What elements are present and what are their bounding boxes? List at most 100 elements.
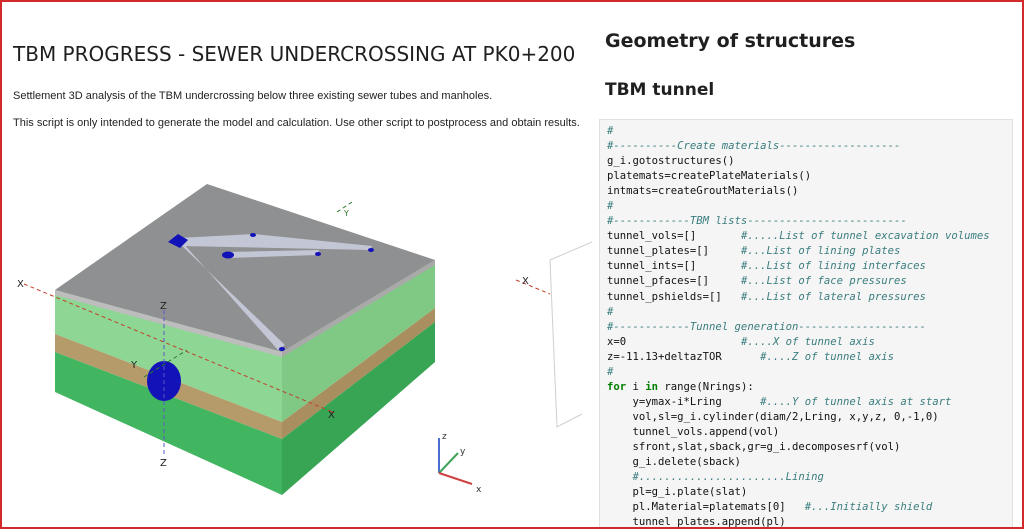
code-line: tunnel_plates.append(pl) [607,515,1012,529]
lower-soil-front-face [55,352,282,495]
code-comment: #...List of lining plates [740,245,901,258]
z-axis-label-bottom: Z [160,458,167,469]
soil-block [55,184,435,495]
notebook-left-panel: TBM PROGRESS - SEWER UNDERCROSSING AT PK… [2,2,592,527]
code-comment: #....Z of tunnel axis [760,350,895,363]
orientation-triad: z y x [438,432,482,495]
code-line: tunnel_plates=[] #...List of lining plat… [607,244,1012,259]
code-text: range(Nrings): [658,380,754,393]
y-axis-label-far: Y [343,209,349,218]
code-comment: #....X of tunnel axis [740,335,875,348]
code-text: tunnel_pfaces=[] [607,275,741,288]
x-axis-tip [329,410,335,414]
manhole [279,347,285,351]
triad-x-label: x [476,485,482,495]
code-text: tunnel_plates=[] [607,245,741,258]
code-text: i [626,380,646,393]
code-text: tunnel_ints=[] [607,260,741,273]
triad-y-arrow [438,452,459,474]
code-text: tunnel_pshields=[] [607,290,741,303]
lower-soil-right-face [282,322,435,495]
code-line: platemats=createPlateMaterials() [607,169,1012,184]
sewer-tubes [175,234,372,350]
section-heading: Geometry of structures [605,30,856,52]
code-text: g_i.delete(sback) [607,456,741,469]
ground-surface [55,184,435,352]
code-line: y=ymax-i*Lring #....Y of tunnel axis at … [607,395,1012,410]
code-text: tunnel_vols.append(vol) [607,425,780,438]
code-line: tunnel_ints=[] #...List of lining interf… [607,259,1012,274]
code-text: intmats=createGroutMaterials() [607,185,799,198]
sewer-tube-diagonal [175,234,285,350]
manhole [222,251,234,259]
code-comment: #...Initially shield [804,501,933,514]
code-line: # [607,199,1012,214]
code-line: g_i.delete(sback) [607,455,1012,470]
code-line: #----------Create materials-------------… [607,139,1012,154]
sand-layer-right-face [282,308,435,439]
code-line: # [607,365,1012,380]
top-slab-edge [55,290,282,357]
upper-soil-front-face [55,290,282,422]
code-comment: # [607,305,614,318]
code-comment: #.....List of tunnel excavation volumes [740,230,990,243]
page-title: TBM PROGRESS - SEWER UNDERCROSSING AT PK… [13,42,576,66]
triad-x-arrow [438,472,473,485]
code-line: # [607,305,1012,320]
manhole [368,248,374,252]
code-text: sfront,slat,sback,gr=g_i.decomposesrf(vo… [607,440,901,453]
z-axis-label-top: Z [160,301,167,312]
code-comment: #....Y of tunnel axis at start [760,395,952,408]
code-text: g_i.gotostructures() [607,155,735,168]
code-text: platemats=createPlateMaterials() [607,170,812,183]
code-line: pl=g_i.plate(slat) [607,485,1012,500]
triad-z-label: z [442,432,447,442]
code-text: tunnel_plates.append(pl) [607,516,786,529]
background-panel-outline [549,241,592,428]
manhole [250,233,256,237]
code-comment: #...List of lateral pressures [740,290,926,303]
code-text [607,471,633,483]
y-axis-line-far [336,201,353,213]
code-line: tunnel_pfaces=[] #...List of face pressu… [607,274,1012,289]
code-comment: #...List of face pressures [740,275,907,288]
code-text: pl.Material=platemats[0] [607,501,805,514]
code-line: #------------TBM lists------------------… [607,214,1012,229]
script-note-paragraph: This script is only intended to generate… [13,117,580,129]
upper-soil-right-face [282,260,435,422]
code-cell[interactable]: # #----------Create materials------------… [599,119,1013,529]
x-axis-line-far [515,279,551,295]
x-axis-label-left: X [17,279,24,290]
code-keyword: in [645,380,659,393]
code-line: tunnel_vols=[] #.....List of tunnel exca… [607,229,1012,244]
x-axis-label-right: X [328,410,335,421]
code-text: vol,sl=g_i.cylinder(diam/2,Lring, x,y,z,… [607,410,939,423]
y-axis-label: Y [130,360,138,371]
subsection-heading: TBM tunnel [605,80,715,100]
top-slab-edge-right [282,260,435,357]
code-comment: #...List of lining interfaces [740,260,926,273]
code-text: tunnel_vols=[] [607,230,741,243]
code-line: tunnel_pshields=[] #...List of lateral p… [607,290,1012,305]
code-text: x=0 [607,335,741,348]
x-axis-line [23,283,331,412]
manhole-large [168,234,188,248]
notebook-right-panel: Geometry of structures TBM tunnel ##----… [592,2,1022,527]
code-comment: # [607,125,614,137]
code-line: vol,sl=g_i.cylinder(diam/2,Lring, x,y,z,… [607,410,1012,425]
code-line: sfront,slat,sback,gr=g_i.decomposesrf(vo… [607,440,1012,455]
code-line: tunnel_vols.append(vol) [607,425,1012,440]
code-comment: # [607,365,614,378]
description-paragraph: Settlement 3D analysis of the TBM underc… [13,90,493,102]
code-line: #------------Tunnel generation----------… [607,320,1012,335]
code-line: pl.Material=platemats[0] #...Initially s… [607,500,1012,515]
y-axis-line [143,349,188,378]
code-line: # [607,124,1012,139]
3d-model-viewport[interactable]: X X X Z Z Y Y z y x [2,162,592,527]
manhole [315,252,321,256]
code-line: z=-11.13+deltazTOR #....Z of tunnel axis [607,350,1012,365]
sewer-tube-long [178,234,372,250]
code-text: y=ymax-i*Lring [607,395,761,408]
code-text: pl=g_i.plate(slat) [607,486,748,499]
